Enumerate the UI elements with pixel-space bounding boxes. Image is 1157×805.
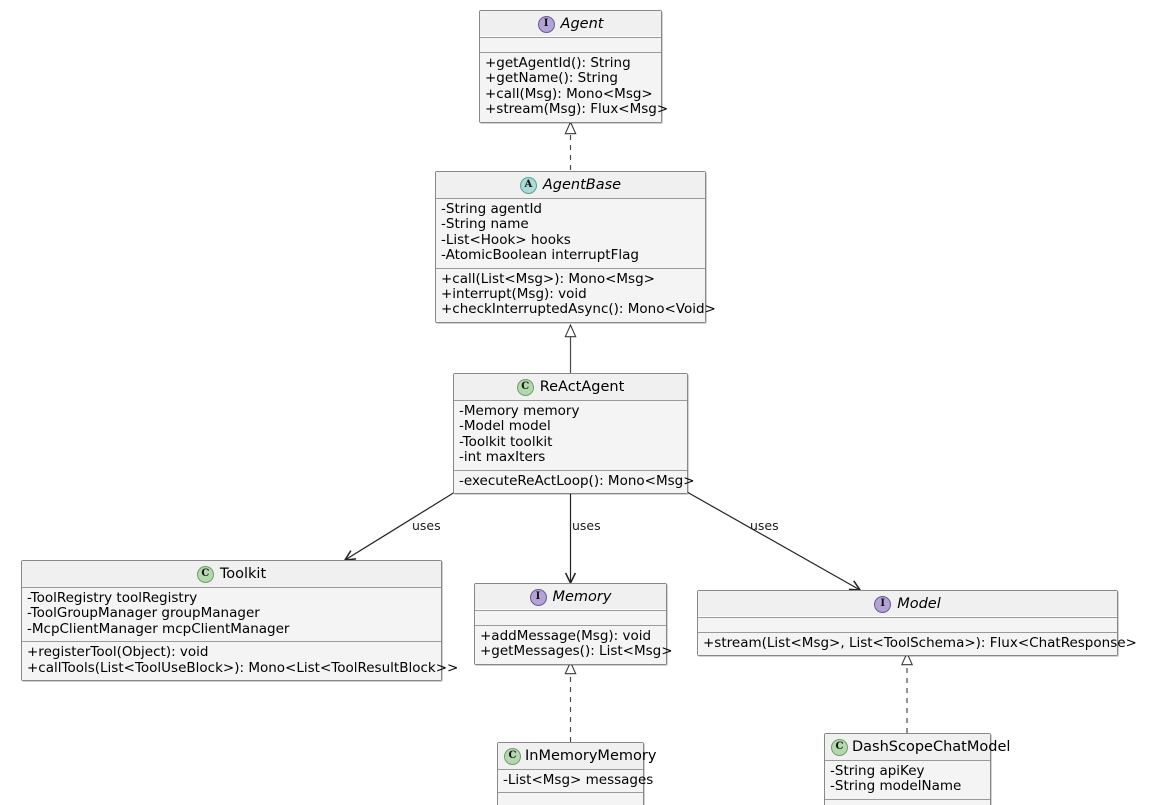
- methods-compartment-reactagent: -executeReActLoop(): Mono<Msg>: [454, 469, 695, 494]
- class-box-toolkit[interactable]: C Toolkit -ToolRegistry toolRegistry -To…: [21, 560, 459, 682]
- member: -String modelName: [830, 778, 962, 795]
- abstract-stereotype-icon: A: [519, 176, 537, 194]
- class-name-dashscopechatmodel: DashScopeChatModel: [852, 739, 1011, 755]
- member: -ToolRegistry toolRegistry: [27, 590, 198, 606]
- class-header-model: I Model: [698, 591, 1117, 618]
- member: -AtomicBoolean interruptFlag: [441, 247, 639, 264]
- member: -Toolkit toolkit: [459, 433, 553, 450]
- attributes-compartment-toolkit: -ToolRegistry toolRegistry -ToolGroupMan…: [22, 588, 441, 642]
- member: -String name: [441, 216, 529, 233]
- class-box-memory[interactable]: I Memory +addMessage(Msg): void +getMess…: [474, 583, 673, 665]
- class-header-reactagent: C ReActAgent: [454, 374, 687, 401]
- class-header-agent: I Agent: [480, 11, 661, 38]
- member: +registerTool(Object): void: [27, 644, 209, 661]
- edge-label-uses-memory: uses: [572, 518, 601, 533]
- member: -Memory memory: [459, 403, 580, 419]
- class-box-model[interactable]: I Model +stream(List<Msg>, List<ToolSche…: [697, 590, 1137, 657]
- attributes-compartment-agentbase: -String agentId -String name -List<Hook>…: [436, 199, 705, 268]
- class-header-toolkit: C Toolkit: [22, 561, 441, 588]
- attributes-compartment-memory: [475, 611, 666, 625]
- methods-compartment-dashscopechatmodel: [825, 798, 990, 805]
- member: +call(List<Msg>): Mono<Msg>: [441, 270, 655, 287]
- member: +callTools(List<ToolUseBlock>): Mono<Lis…: [27, 659, 459, 676]
- class-name-agentbase: AgentBase: [542, 177, 622, 193]
- interface-stereotype-icon: I: [874, 595, 892, 613]
- member: -String agentId: [441, 201, 542, 217]
- class-stereotype-icon: C: [516, 378, 534, 396]
- class-stereotype-icon: C: [196, 565, 214, 583]
- attributes-compartment-inmemorymemory: -List<Msg> messages: [498, 770, 654, 793]
- class-box-agent[interactable]: I Agent +getAgentId(): String +getName()…: [479, 10, 669, 123]
- edge-label-uses-model: uses: [750, 518, 779, 533]
- class-box-agentbase[interactable]: A AgentBase -String agentId -String name…: [435, 171, 716, 323]
- member: -int maxIters: [459, 449, 546, 466]
- member: +stream(List<Msg>, List<ToolSchema>): Fl…: [703, 635, 1137, 651]
- class-name-toolkit: Toolkit: [219, 566, 267, 582]
- methods-compartment-model: +stream(List<Msg>, List<ToolSchema>): Fl…: [698, 632, 1137, 656]
- class-name-reactagent: ReActAgent: [539, 379, 625, 395]
- attributes-compartment-reactagent: -Memory memory -Model model -Toolkit too…: [454, 401, 687, 470]
- attributes-compartment-agent: [480, 38, 661, 52]
- class-header-agentbase: A AgentBase: [436, 172, 705, 199]
- class-name-memory: Memory: [552, 589, 612, 605]
- edge-label-uses-toolkit: uses: [412, 518, 441, 533]
- class-header-dashscopechatmodel: C DashScopeChatModel: [825, 734, 1010, 761]
- class-header-inmemorymemory: C InMemoryMemory: [498, 743, 656, 770]
- member: +getName(): String: [485, 70, 618, 87]
- class-name-inmemorymemory: InMemoryMemory: [525, 748, 657, 764]
- class-stereotype-icon: C: [831, 738, 848, 756]
- class-header-memory: I Memory: [475, 584, 666, 611]
- member: -String apiKey: [830, 763, 925, 779]
- class-box-dashscopechatmodel[interactable]: C DashScopeChatModel -String apiKey -Str…: [824, 733, 1010, 805]
- member: -ToolGroupManager groupManager: [27, 605, 260, 622]
- attributes-compartment-model: [698, 618, 1117, 632]
- member: -Model model: [459, 418, 551, 435]
- class-name-model: Model: [897, 596, 941, 612]
- member: -McpClientManager mcpClientManager: [27, 620, 290, 637]
- class-box-inmemorymemory[interactable]: C InMemoryMemory -List<Msg> messages: [497, 742, 656, 805]
- member: +checkInterruptedAsync(): Mono<Void>: [441, 301, 716, 318]
- member: +addMessage(Msg): void: [480, 628, 652, 644]
- methods-compartment-toolkit: +registerTool(Object): void +callTools(L…: [22, 641, 459, 681]
- methods-compartment-inmemorymemory: [498, 792, 643, 805]
- methods-compartment-agent: +getAgentId(): String +getName(): String…: [480, 52, 669, 122]
- interface-stereotype-icon: I: [537, 15, 555, 33]
- member: +stream(Msg): Flux<Msg>: [485, 101, 669, 118]
- member: +call(Msg): Mono<Msg>: [485, 85, 653, 102]
- attributes-compartment-dashscopechatmodel: -String apiKey -String modelName: [825, 761, 990, 799]
- member: +interrupt(Msg): void: [441, 286, 587, 303]
- edge-reactagent-uses-model: [686, 491, 860, 590]
- interface-stereotype-icon: I: [529, 588, 547, 606]
- member: -List<Hook> hooks: [441, 231, 571, 248]
- class-box-reactagent[interactable]: C ReActAgent -Memory memory -Model model…: [453, 373, 695, 495]
- member: -List<Msg> messages: [503, 772, 654, 788]
- member: -executeReActLoop(): Mono<Msg>: [459, 472, 695, 489]
- methods-compartment-agentbase: +call(List<Msg>): Mono<Msg> +interrupt(M…: [436, 267, 716, 322]
- methods-compartment-memory: +addMessage(Msg): void +getMessages(): L…: [475, 625, 673, 664]
- member: +getMessages(): List<Msg>: [480, 643, 673, 660]
- class-name-agent: Agent: [560, 16, 604, 32]
- member: +getAgentId(): String: [485, 55, 631, 71]
- class-stereotype-icon: C: [504, 747, 521, 765]
